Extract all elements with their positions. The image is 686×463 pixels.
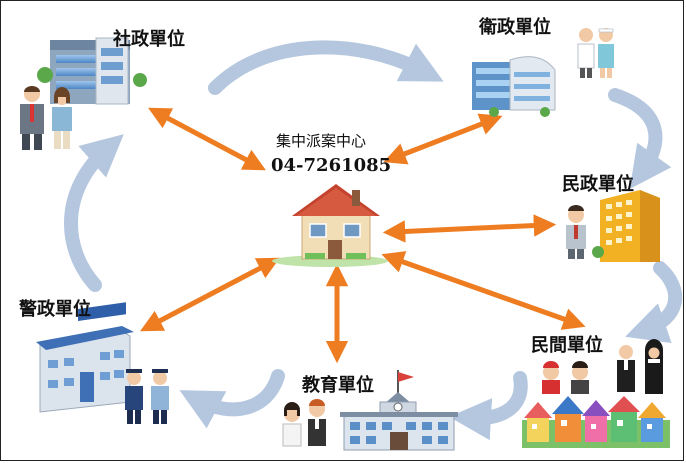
arrow-center-civil: [382, 214, 557, 243]
arrow-center-health: [383, 113, 503, 165]
label-social-unit: 社政單位: [113, 29, 185, 50]
police-station-icon: POLICE: [36, 302, 134, 413]
teacher-figures: [282, 399, 326, 447]
label-health-unit: 衛政單位: [479, 17, 551, 38]
medical-staff-figures: [577, 28, 614, 78]
label-private-unit: 民間單位: [531, 335, 603, 356]
police-sign-logo: POLICE: [82, 315, 114, 328]
civil-official-figure: [566, 205, 586, 259]
police-officer-figures: [125, 369, 169, 424]
community-figures: [542, 339, 663, 394]
label-civil-unit: 民政單位: [562, 174, 634, 195]
cycle-arrow-civil-to-private: [625, 261, 683, 344]
arrow-center-social: [148, 107, 266, 171]
cycle-arrow-health-to-civil: [608, 88, 672, 190]
cycle-arrow-education-to-police: [179, 369, 285, 429]
government-building-icon: [592, 190, 660, 262]
center-phone: 04-7261085: [271, 155, 392, 176]
house-icon: [272, 184, 388, 267]
school-icon: [340, 370, 458, 451]
connection-arrows: [140, 107, 586, 364]
center-title: 集中派案中心: [276, 132, 367, 150]
arrow-center-private: [381, 251, 586, 330]
hospital-icon: [472, 56, 556, 117]
office-building-icon: [37, 37, 147, 105]
village-houses-icon: [522, 396, 670, 448]
cycle-arrow-police-to-social: [64, 134, 124, 292]
cycle-arrows: [64, 40, 683, 441]
arrow-center-police: [140, 257, 280, 332]
cycle-arrow-private-to-education: [449, 371, 528, 441]
social-worker-figures: [20, 86, 72, 150]
label-education-unit: 教育單位: [302, 375, 374, 396]
cycle-arrow-social-to-health: [208, 40, 444, 95]
label-police-unit: 警政單位: [19, 299, 91, 320]
